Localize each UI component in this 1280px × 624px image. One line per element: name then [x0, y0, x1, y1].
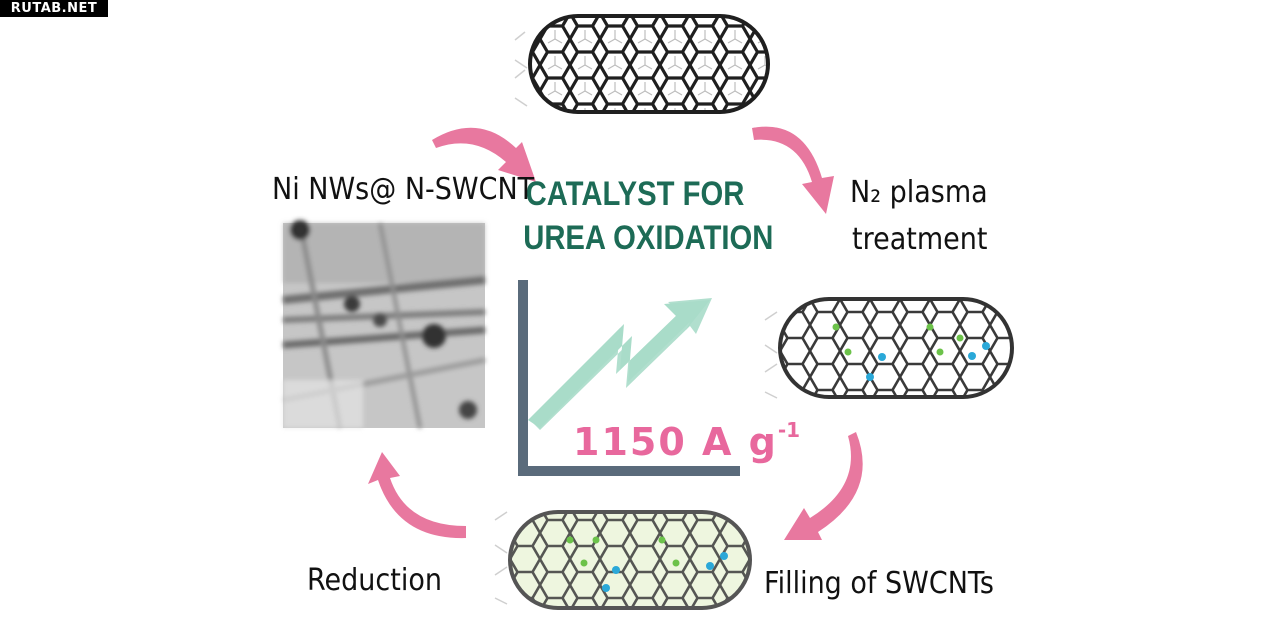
metric-value: 1150 A g: [573, 420, 778, 464]
diagram-title: CATALYST FOR UREA OXIDATION: [523, 172, 774, 260]
title-line-1: CATALYST FOR: [525, 175, 745, 213]
label-ni-nws: Ni NWs@ N-SWCNT: [272, 172, 535, 207]
current-density-metric: 1150 A g-1: [573, 418, 800, 464]
label-reduction: Reduction: [307, 563, 442, 598]
filled-nanotube-icon: [494, 510, 752, 610]
curved-arrow-icon: [368, 126, 863, 540]
title-line-2: UREA OXIDATION: [523, 219, 774, 257]
metric-exponent: -1: [777, 418, 801, 442]
trend-arrow-icon: [528, 298, 712, 430]
graph-axes: [518, 280, 740, 476]
label-plasma-line2: treatment: [852, 222, 988, 257]
tem-micrograph: [282, 220, 486, 429]
label-filling: Filling of SWCNTs: [764, 566, 994, 601]
n-doped-nanotube-icon: [764, 297, 1014, 399]
label-plasma-line1: N₂ plasma: [850, 175, 988, 210]
watermark: RUTAB.NET: [0, 0, 108, 17]
nanotube-icon: [514, 14, 770, 114]
